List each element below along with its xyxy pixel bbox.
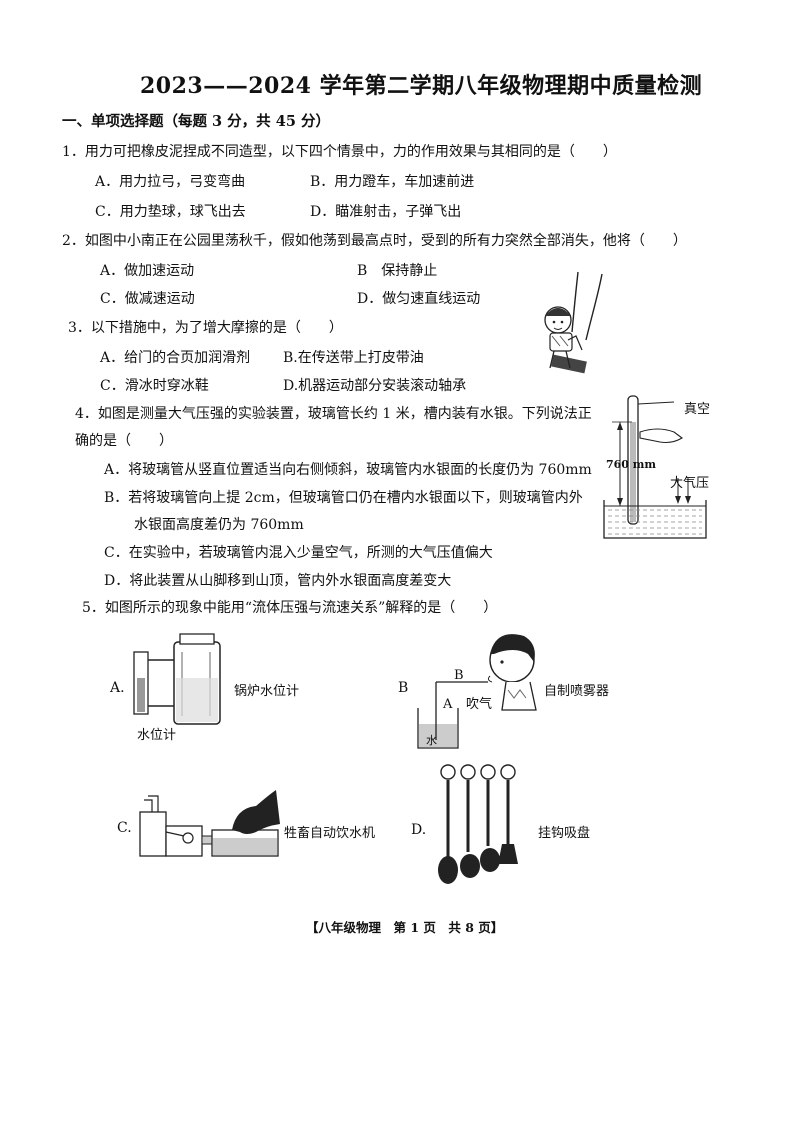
q5-option-c-letter[interactable]: C. [117,820,132,836]
livestock-drinker-figure [139,790,280,857]
q1-option-c[interactable]: C．用力垫球，球飞出去 [95,204,246,220]
q3-stem: 3．以下措施中，为了增大摩擦的是（ ） [68,320,343,336]
q5-option-a-letter[interactable]: A. [110,680,125,696]
q2-option-a[interactable]: A．做加速运动 [100,263,195,279]
q5-option-a-label: 锅炉水位计 [234,684,300,699]
vacuum-label: 真空 [684,402,711,417]
q1-option-d[interactable]: D．瞄准射击，子弹飞出 [310,204,462,220]
q5-option-d-letter[interactable]: D. [411,822,427,838]
torricelli-apparatus-figure [603,395,707,539]
atmospheric-pressure-label: 大气压 [670,476,710,491]
q4-option-b-line1[interactable]: B．若将玻璃管向上提 2cm，但玻璃管口仍在槽内水银面以下，则玻璃管内外 [104,490,583,506]
swing-boy-figure [544,271,603,374]
q5-stem: 5．如图所示的现象中能用“流体压强与流速关系”解释的是（ ） [82,600,498,616]
q3-option-a[interactable]: A．给门的合页加润滑剂 [100,350,251,366]
q3-option-c[interactable]: C．滑冰时穿冰鞋 [100,378,209,394]
q5-option-d-label: 挂钩吸盘 [538,826,591,841]
point-a-label: A [443,697,453,712]
q4-stem-line2: 确的是（ ） [75,433,173,449]
suction-cup-hooks-figure [438,764,518,884]
q1-stem: 1．用力可把橡皮泥捏成不同造型，以下四个情景中，力的作用效果与其相同的是（ ） [62,144,617,160]
q5-option-b-letter[interactable]: B [398,680,409,696]
page-footer: 【八年级物理 第 1 页 共 8 页】 [306,920,504,935]
page-title: 2023——2024 学年第二学期八年级物理期中质量检测 [140,73,703,99]
q3-option-d[interactable]: D.机器运动部分安装滚动轴承 [283,378,467,394]
water-gauge-label: 水位计 [137,728,177,743]
q4-option-a[interactable]: A．将玻璃管从竖直位置适当向右侧倾斜，玻璃管内水银面的长度仍为 760mm [104,462,592,478]
homemade-sprayer-figure [417,634,537,749]
q1-option-a[interactable]: A．用力拉弓，弓变弯曲 [95,174,246,190]
q3-option-b[interactable]: B.在传送带上打皮带油 [283,350,424,366]
section-heading: 一、单项选择题（每题 3 分，共 45 分） [62,113,330,130]
q5-option-c-label: 牲畜自动饮水机 [284,826,376,841]
q2-option-b[interactable]: B 保持静止 [357,263,438,279]
q2-stem: 2．如图中小南正在公园里荡秋千，假如他荡到最高点时，受到的所有力突然全部消失，他… [62,233,687,249]
q1-option-b[interactable]: B．用力蹬车，车加速前进 [310,174,475,190]
water-label: 水 [426,734,437,747]
q4-option-c[interactable]: C．在实验中，若玻璃管内混入少量空气，所测的大气压值偏大 [104,545,493,561]
q4-option-d[interactable]: D．将此装置从山脚移到山顶，管内外水银面高度差变大 [104,573,452,589]
point-b-label: B [454,668,464,683]
blow-air-label: 吹气 [466,697,493,712]
q5-option-b-label: 自制喷雾器 [544,684,610,699]
q2-option-c[interactable]: C．做减速运动 [100,291,195,307]
q4-stem-line1: 4．如图是测量大气压强的实验装置，玻璃管长约 1 米，槽内装有水银。下列说法正 [75,406,592,422]
q2-option-d[interactable]: D．做匀速直线运动 [357,291,481,307]
height-760mm-label: 760 mm [606,458,657,471]
q4-option-b-line2[interactable]: 水银面高度差仍为 760mm [134,517,304,533]
boiler-water-gauge-figure [133,633,221,725]
